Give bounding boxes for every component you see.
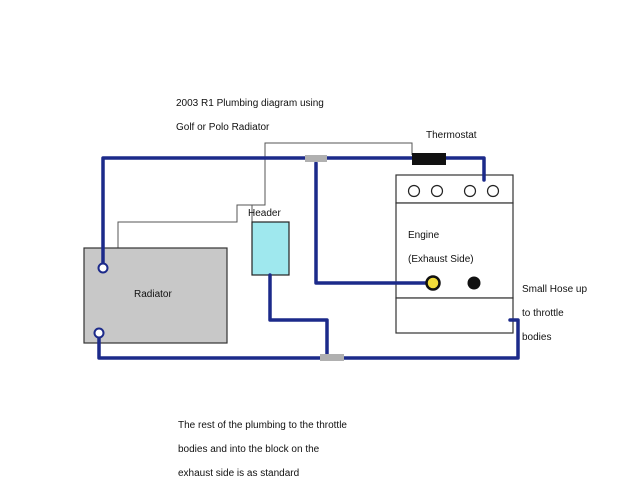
engine-label-line-2: (Exhaust Side) — [408, 254, 474, 265]
engine-lower — [395, 297, 514, 334]
hose-thermostat-to-engine — [444, 156, 486, 182]
header-tank — [251, 221, 290, 276]
engine-label: Engine (Exhaust Side) — [408, 218, 474, 266]
footnote: The rest of the plumbing to the throttle… — [178, 408, 347, 480]
title-line-2: Golf or Polo Radiator — [176, 122, 270, 133]
hose-radiator-bottom-to-engine — [97, 318, 520, 360]
footnote-line-3: exhaust side is as standard — [178, 468, 300, 479]
title-line-1: 2003 R1 Plumbing diagram using — [176, 98, 324, 109]
tee-connector-bottom — [320, 354, 344, 361]
thermostat-label: Thermostat — [426, 130, 477, 141]
hose-header-to-bottom — [268, 273, 329, 357]
engine-top-ports — [407, 184, 500, 198]
engine-port-3 — [463, 184, 477, 198]
small-hose-line-2: to throttle — [522, 308, 564, 319]
small-hose-label: Small Hose up to throttle bodies — [522, 272, 587, 344]
engine-port-1 — [407, 184, 421, 198]
vent-line-radiator — [117, 142, 413, 248]
engine-port-yellow — [425, 275, 441, 291]
diagram-title: 2003 R1 Plumbing diagram using Golf or P… — [176, 86, 324, 134]
engine-port-4 — [486, 184, 500, 198]
tee-connector-top — [305, 155, 327, 162]
radiator-body — [83, 247, 228, 344]
radiator-top-port — [97, 262, 109, 274]
header-label: Header — [248, 208, 281, 219]
footnote-line-2: bodies and into the block on the — [178, 444, 320, 455]
radiator-label: Radiator — [134, 289, 172, 300]
hose-thermostat-tap-to-engine — [314, 161, 430, 285]
small-hose-line-1: Small Hose up — [522, 284, 588, 295]
engine-label-line-1: Engine — [408, 230, 440, 241]
engine-block — [395, 174, 514, 334]
small-hose-line-3: bodies — [522, 332, 552, 343]
radiator-bottom-port — [93, 327, 105, 339]
footnote-line-1: The rest of the plumbing to the throttle — [178, 420, 347, 431]
thermostat-body — [412, 153, 446, 165]
engine-port-black — [467, 276, 481, 290]
engine-port-2 — [430, 184, 444, 198]
